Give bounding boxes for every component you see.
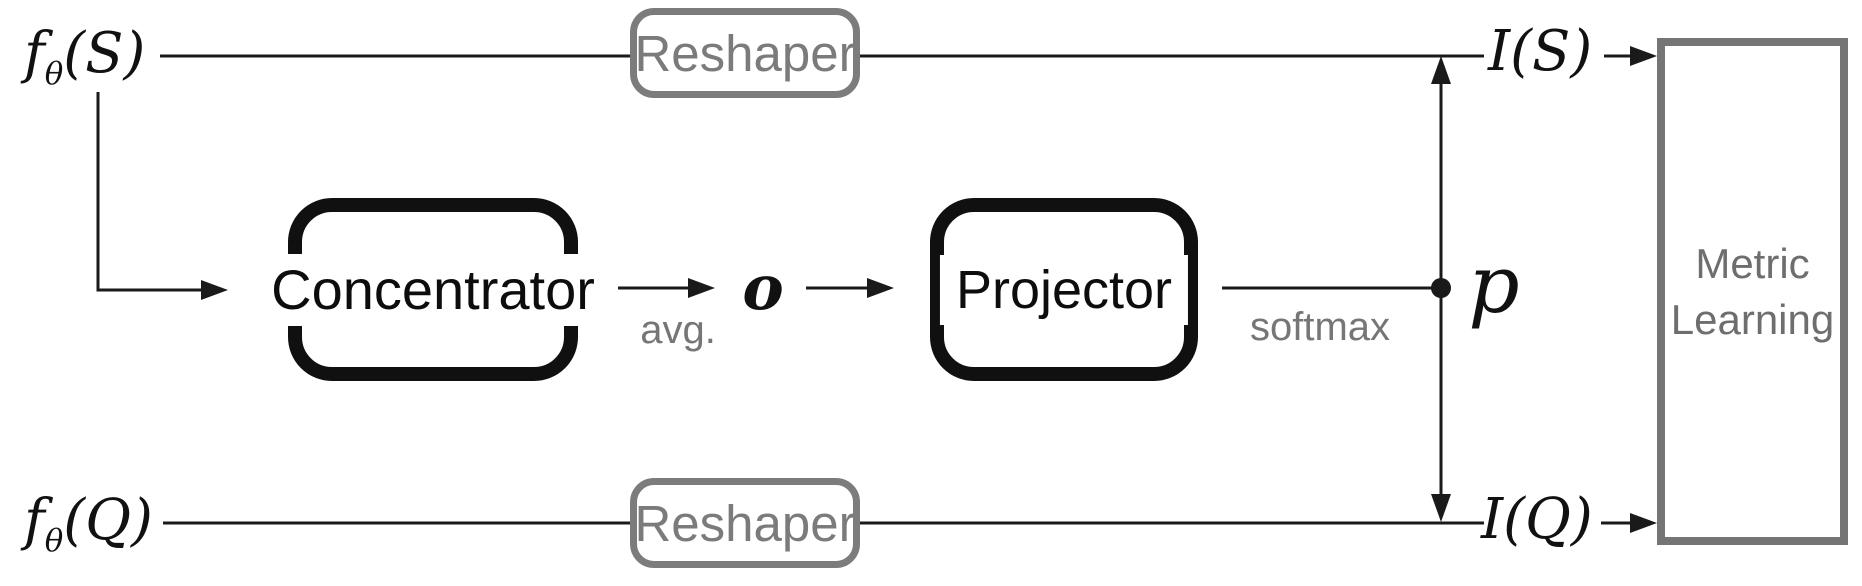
- concentrator-to-o-arrowhead: [688, 278, 715, 298]
- fs-to-concentrator-line: [96, 92, 204, 292]
- metric-learning-box: Metric Learning: [1657, 38, 1848, 545]
- label-f-theta-Q: fθ(Q): [24, 488, 153, 560]
- vertical-arrowhead-down: [1431, 494, 1451, 522]
- reshaper-bottom-label: Reshaper: [634, 494, 856, 552]
- label-p-prediction: p: [1468, 237, 1520, 331]
- softmax-label: softmax: [1249, 305, 1391, 349]
- fs-to-concentrator-arrowhead: [201, 280, 228, 300]
- reshaper-bottom-box: Reshaper: [630, 478, 860, 568]
- is-to-metric-arrowhead: [1630, 46, 1657, 66]
- p-junction-dot: [1431, 278, 1451, 298]
- avg-label: avg.: [640, 308, 716, 352]
- concentrator-label: Concentrator: [255, 254, 611, 326]
- label-f-theta-S: fθ(S): [24, 21, 146, 93]
- label-o-vector: o: [742, 251, 784, 324]
- label-I-S: I(S): [1488, 19, 1593, 84]
- label-I-Q: I(Q): [1481, 487, 1593, 552]
- reshaper-top-label: Reshaper: [634, 24, 856, 82]
- vertical-arrowhead-up: [1431, 56, 1451, 84]
- o-to-projector-arrowhead: [867, 278, 894, 298]
- metric-learning-label-line1: Metric: [1695, 239, 1810, 287]
- reshaper-top-box: Reshaper: [630, 8, 860, 98]
- projector-label: Projector: [939, 255, 1189, 325]
- metric-learning-label-line2: Learning: [1670, 295, 1835, 343]
- iq-to-metric-arrowhead: [1630, 513, 1657, 533]
